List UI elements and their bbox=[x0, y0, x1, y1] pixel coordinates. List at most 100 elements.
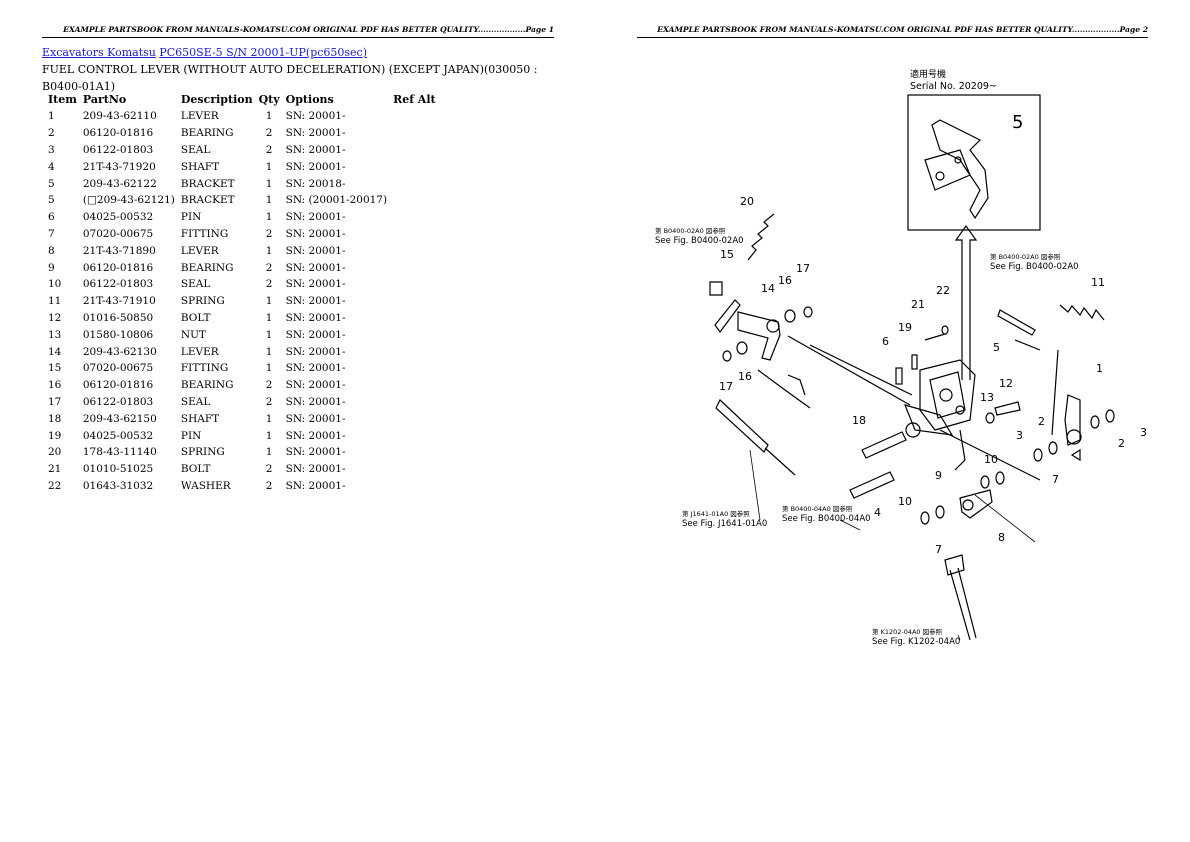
cell-options: SN: 20001- bbox=[285, 311, 346, 324]
serial-label: Serial No. 20209~ bbox=[910, 81, 997, 92]
cell-qty: 2 bbox=[265, 143, 273, 156]
cell-description: WASHER bbox=[180, 479, 231, 492]
cell-description: BOLT bbox=[180, 463, 211, 476]
cell-description: BOLT bbox=[180, 311, 211, 324]
table-row: 8 21T-43-71890 LEVER 1 SN: 20001- bbox=[45, 242, 439, 259]
cell-qty: 1 bbox=[265, 160, 273, 173]
column-header-description: Description bbox=[180, 92, 253, 106]
cell-partno: 21T-43-71890 bbox=[82, 244, 156, 257]
cell-ref-alt bbox=[390, 158, 439, 175]
cell-item: 15 bbox=[48, 362, 62, 375]
column-header-partno: PartNo bbox=[82, 92, 127, 106]
callout-15: 15 bbox=[720, 248, 734, 261]
callout-17-top: 17 bbox=[796, 262, 810, 275]
cell-ref-alt bbox=[390, 259, 439, 276]
spring-11 bbox=[1059, 304, 1105, 321]
cell-item: 17 bbox=[48, 395, 62, 408]
cell-partno: 21T-43-71920 bbox=[82, 160, 156, 173]
cell-partno: 06120-01816 bbox=[82, 261, 154, 274]
page-title-line-1: FUEL CONTROL LEVER (WITHOUT AUTO DECELER… bbox=[42, 63, 538, 76]
cell-qty: 2 bbox=[265, 261, 273, 274]
cell-description: FITTING bbox=[180, 227, 229, 240]
cell-options: SN: 20001- bbox=[285, 278, 346, 291]
shaft-4 bbox=[849, 471, 895, 499]
callout-21: 21 bbox=[911, 298, 925, 311]
cell-qty: 1 bbox=[265, 362, 273, 375]
callout-19: 19 bbox=[898, 321, 912, 334]
callout-2-middle: 2 bbox=[1038, 415, 1045, 428]
cell-qty: 1 bbox=[265, 295, 273, 308]
cell-item: 12 bbox=[48, 311, 62, 324]
inset-box bbox=[907, 94, 1041, 231]
lever-1 bbox=[1064, 394, 1081, 446]
cell-partno: 01580-10806 bbox=[82, 328, 154, 341]
cell-qty: 1 bbox=[265, 211, 273, 224]
cell-item: 8 bbox=[48, 244, 55, 257]
cell-description: PIN bbox=[180, 211, 202, 224]
cell-item: 22 bbox=[48, 479, 62, 492]
cell-item: 7 bbox=[48, 227, 55, 240]
tie-rod bbox=[809, 344, 913, 396]
cell-item: 3 bbox=[48, 143, 55, 156]
cell-description: BEARING bbox=[180, 379, 234, 392]
cell-description: LEVER bbox=[180, 244, 219, 257]
cell-qty: 1 bbox=[265, 194, 273, 207]
cell-ref-alt bbox=[390, 125, 439, 142]
cell-options: SN: 20001- bbox=[285, 211, 346, 224]
cell-options: SN: 20001- bbox=[285, 160, 346, 173]
breadcrumb-link-model[interactable]: PC650SE-5 S/N 20001-UP(pc650sec) bbox=[159, 46, 367, 59]
column-header-qty: Qty bbox=[258, 92, 280, 106]
ref-j1641: See Fig. J1641-01A0 bbox=[682, 519, 767, 529]
cell-options: SN: 20001- bbox=[285, 127, 346, 140]
cell-qty: 1 bbox=[265, 177, 273, 190]
callout-16-bottom: 16 bbox=[738, 370, 752, 383]
cell-item: 4 bbox=[48, 160, 55, 173]
cell-options: SN: 20001- bbox=[285, 244, 346, 257]
cell-description: SHAFT bbox=[180, 412, 220, 425]
cell-partno: 21T-43-71910 bbox=[82, 295, 156, 308]
cell-item: 9 bbox=[48, 261, 55, 274]
callout-11: 11 bbox=[1091, 276, 1105, 289]
cell-ref-alt bbox=[390, 326, 439, 343]
cell-description: SPRING bbox=[180, 446, 225, 459]
page-1-header: EXAMPLE PARTSBOOK FROM MANUALS-KOMATSU.C… bbox=[42, 24, 554, 38]
cell-options: SN: 20001- bbox=[285, 261, 346, 274]
cell-options: SN: 20001- bbox=[285, 143, 346, 156]
callout-7-bottom: 7 bbox=[935, 543, 942, 556]
cell-qty: 2 bbox=[265, 127, 273, 140]
cell-partno: 06122-01803 bbox=[82, 278, 154, 291]
parts-table: Item PartNo Description Qty Options Ref … bbox=[45, 90, 439, 494]
breadcrumb-link-excavators[interactable]: Excavators Komatsu bbox=[42, 46, 156, 59]
callout-14: 14 bbox=[761, 282, 775, 295]
cell-partno: 07020-00675 bbox=[82, 362, 154, 375]
callout-5-inset: 5 bbox=[1012, 112, 1023, 133]
cell-qty: 2 bbox=[265, 278, 273, 291]
cell-qty: 1 bbox=[265, 412, 273, 425]
control-rod-bottom bbox=[949, 569, 971, 641]
cell-ref-alt bbox=[390, 276, 439, 293]
callout-3-middle: 3 bbox=[1016, 429, 1023, 442]
cell-description: LEVER bbox=[180, 110, 219, 123]
cell-ref-alt bbox=[390, 142, 439, 159]
ref-k1202-jp: 第 K1202-04A0 図参照 bbox=[872, 627, 943, 636]
cell-qty: 1 bbox=[265, 244, 273, 257]
cell-options: SN: 20001- bbox=[285, 345, 346, 358]
callout-7-right: 7 bbox=[1052, 473, 1059, 486]
cell-qty: 2 bbox=[265, 379, 273, 392]
cell-item: 21 bbox=[48, 463, 62, 476]
cell-ref-alt bbox=[390, 394, 439, 411]
cell-partno: 209-43-62110 bbox=[82, 110, 157, 123]
callout-6: 6 bbox=[882, 335, 889, 348]
cell-description: NUT bbox=[180, 328, 206, 341]
